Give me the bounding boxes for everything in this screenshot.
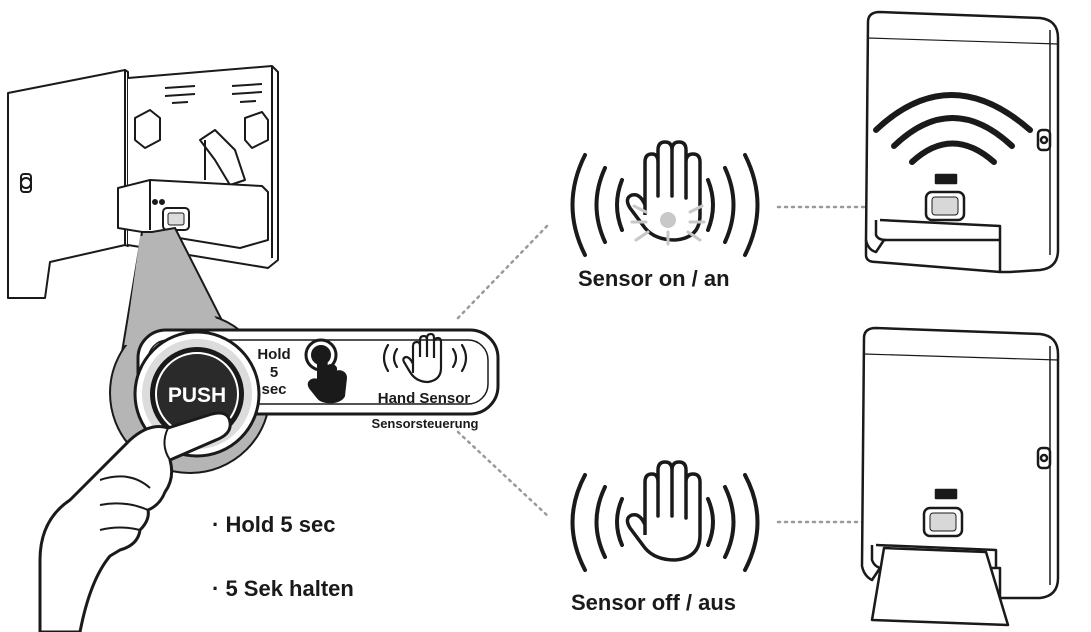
push-label: PUSH xyxy=(168,384,226,407)
sensor-on-caption: Sensor on / an xyxy=(578,266,730,291)
instruction-german: · 5 Sek halten xyxy=(212,576,354,601)
sensor-off-icon xyxy=(570,460,760,572)
hand-icon xyxy=(625,460,702,562)
open-dispenser-illustration xyxy=(7,65,279,299)
pointing-hand-icon xyxy=(38,411,232,632)
hand-sensor-sublabel: Sensorsteuerung xyxy=(372,416,479,431)
wave-icon xyxy=(570,473,760,572)
sensor-light-icon xyxy=(660,212,676,228)
dispenser-sensor-off xyxy=(860,326,1060,627)
hold-unit: sec xyxy=(261,381,286,398)
wave-icon xyxy=(570,153,760,257)
instruction-english: · Hold 5 sec xyxy=(212,512,336,537)
hold-label: Hold xyxy=(257,346,290,363)
dispenser-door xyxy=(7,69,126,299)
hold-number: 5 xyxy=(270,364,278,381)
sensor-on-icon xyxy=(570,140,760,257)
dispenser-sensor-on xyxy=(864,10,1060,274)
hand-sensor-label: Hand Sensor xyxy=(378,390,471,407)
finger-press-icon xyxy=(304,338,348,404)
panel-hand-sensor-icon xyxy=(382,332,468,384)
paper-towel xyxy=(870,546,1010,627)
sensor-off-caption: Sensor off / aus xyxy=(571,590,737,615)
hand-icon xyxy=(625,140,702,242)
